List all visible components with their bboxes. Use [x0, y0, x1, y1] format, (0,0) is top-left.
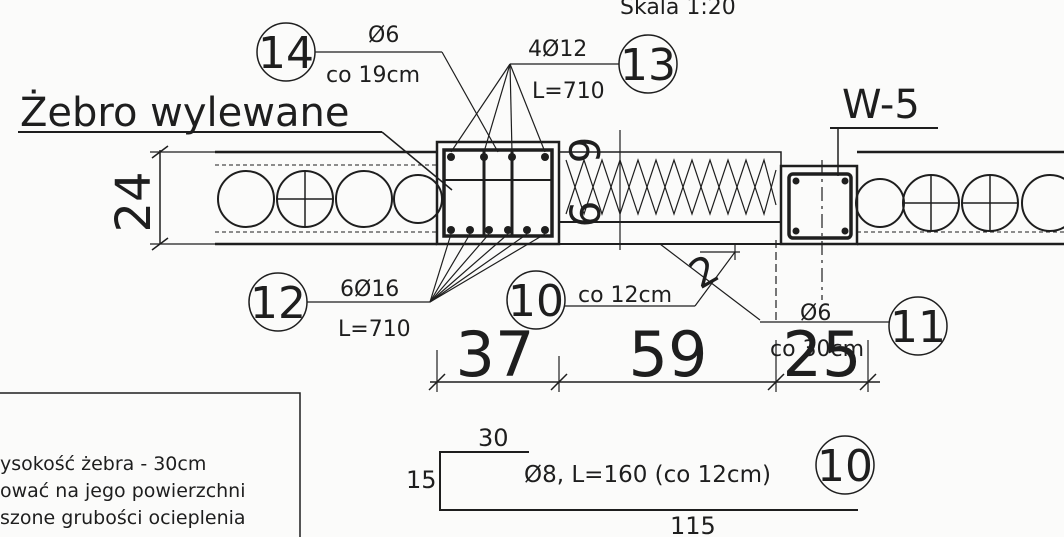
w5-column: [779, 160, 859, 300]
marker-11: 11 Ø6 co 30cm: [760, 296, 948, 362]
callout-14-bottom: co 19cm: [326, 63, 420, 88]
note-line-2: ować na jego powierzchni: [0, 480, 246, 502]
scale-label: Skala 1:20: [620, 0, 736, 20]
bottom-bar: [541, 226, 549, 234]
insulation-dims: 9 6: [561, 130, 621, 250]
bar-10-spec: Ø8, L=160 (co 12cm): [524, 462, 771, 488]
height-dimension: 24: [106, 145, 215, 251]
marker-11-text: 11: [890, 302, 946, 353]
height-dim-text: 24: [106, 171, 162, 232]
callout-13-bottom: L=710: [532, 79, 605, 104]
top-bar: [508, 153, 516, 161]
bar-dim-15: 15: [406, 466, 437, 494]
bottom-bar: [523, 226, 531, 234]
left-hollow-slab: [215, 150, 443, 246]
bar-dim-115: 115: [670, 512, 716, 537]
top-bar: [541, 153, 549, 161]
wall-label: W-5: [842, 82, 920, 128]
callout-13-top: 4Ø12: [528, 37, 587, 62]
note-line-1: ysokość żebra - 30cm: [0, 453, 206, 475]
callout-14-top: Ø6: [368, 23, 399, 48]
marker-10a-text: 10: [508, 276, 564, 327]
bottom-bar: [447, 226, 455, 234]
callout-12-top: 6Ø16: [340, 277, 399, 302]
bar-10-detail: 30 15 Ø8, L=160 (co 12cm) 115 10: [406, 424, 875, 537]
marker-10-upper: 10 co 12cm: [506, 251, 736, 330]
right-hollow-slab: [855, 150, 1064, 246]
marker-13: 13 4Ø12 L=710: [450, 34, 678, 153]
callout-10: co 12cm: [578, 283, 672, 308]
top-bar: [447, 153, 455, 161]
dim-6: 6: [561, 201, 610, 228]
marker-10b-text: 10: [817, 441, 873, 492]
bottom-flange: 2: [559, 240, 781, 321]
rib-label: Żebro wylewane: [20, 88, 349, 136]
marker-14: 14 Ø6 co 19cm: [256, 22, 499, 153]
top-bar: [480, 153, 488, 161]
callout-11-bottom: co 30cm: [770, 337, 864, 362]
dim-25: 25: [783, 318, 862, 391]
bottom-bar: [485, 226, 493, 234]
callout-12-bottom: L=710: [338, 317, 411, 342]
marker-14-text: 14: [258, 28, 314, 79]
notes-box: ysokość żebra - 30cm ować na jego powier…: [0, 392, 301, 537]
rib-label-leader: [381, 131, 453, 191]
bar-dim-30: 30: [478, 424, 509, 452]
bottom-bar: [466, 226, 474, 234]
marker-12-text: 12: [250, 278, 306, 329]
bottom-bar: [504, 226, 512, 234]
marker-13-text: 13: [620, 40, 676, 91]
dim-59: 59: [629, 318, 708, 391]
poured-rib: [435, 140, 561, 246]
dim-37: 37: [456, 318, 535, 391]
note-line-3: szone grubości ocieplenia: [0, 507, 246, 529]
bottom-dimension-line: 37 59 25: [428, 318, 880, 392]
dim-9: 9: [561, 137, 610, 164]
marker-12: 12 6Ø16 L=710: [248, 233, 546, 342]
